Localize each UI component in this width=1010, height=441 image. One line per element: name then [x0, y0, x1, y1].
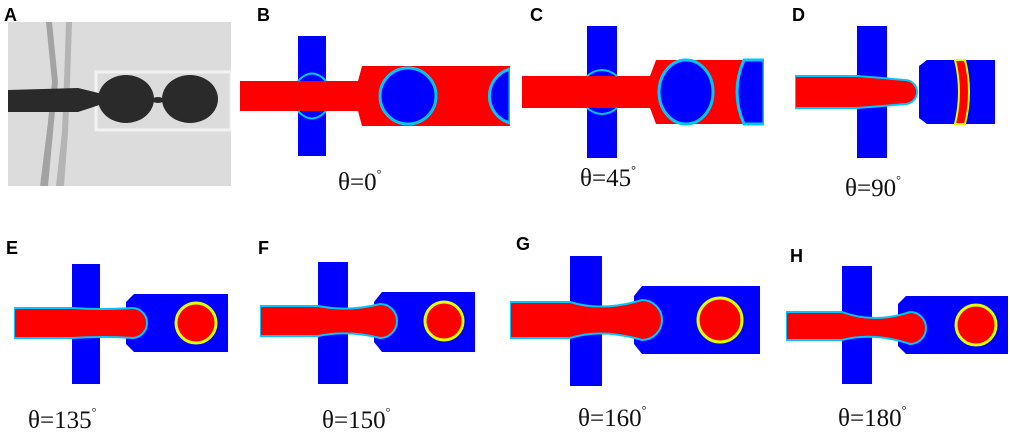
caption-b: θ=0°: [338, 167, 382, 196]
panel-label-a: A: [4, 5, 17, 25]
caption-h-text: θ=180: [838, 405, 902, 432]
caption-d: θ=90°: [845, 173, 901, 202]
caption-c-degree: °: [631, 163, 636, 177]
caption-c: θ=45°: [580, 163, 636, 192]
simulation-panel-f: [260, 262, 475, 384]
caption-g-text: θ=160: [578, 405, 642, 432]
caption-h-degree: °: [901, 403, 907, 417]
caption-g-degree: °: [641, 403, 647, 417]
caption-g: θ=160°: [578, 403, 647, 432]
caption-e: θ=135°: [28, 405, 97, 434]
caption-b-degree: °: [376, 167, 382, 181]
simulation-panel-c: [522, 26, 764, 158]
caption-h: θ=180°: [838, 403, 907, 432]
panel-label-c: C: [530, 5, 543, 25]
caption-d-degree: °: [896, 173, 901, 187]
experimental-photo: [8, 22, 231, 186]
panel-label-h: H: [790, 246, 803, 266]
simulation-panel-d: [795, 26, 995, 158]
panel-label-g: G: [516, 234, 531, 254]
photo-drawing: [8, 22, 231, 186]
caption-e-text: θ=135: [28, 407, 92, 434]
caption-b-text: θ=0: [338, 169, 377, 196]
caption-d-text: θ=90: [845, 175, 897, 202]
simulation-panel-g: [510, 256, 760, 386]
caption-f-text: θ=150: [322, 407, 386, 434]
simulation-panel-b: [240, 36, 510, 156]
panel-label-f: F: [258, 238, 269, 258]
caption-e-degree: °: [91, 405, 97, 419]
caption-c-text: θ=45: [580, 165, 632, 192]
simulation-panel-h: [786, 266, 1008, 384]
caption-f: θ=150°: [322, 405, 391, 434]
panel-label-e: E: [6, 238, 19, 258]
panel-label-b: B: [257, 5, 270, 25]
panel-label-d: D: [792, 5, 805, 25]
simulation-panel-e: [14, 264, 228, 384]
caption-f-degree: °: [385, 405, 391, 419]
